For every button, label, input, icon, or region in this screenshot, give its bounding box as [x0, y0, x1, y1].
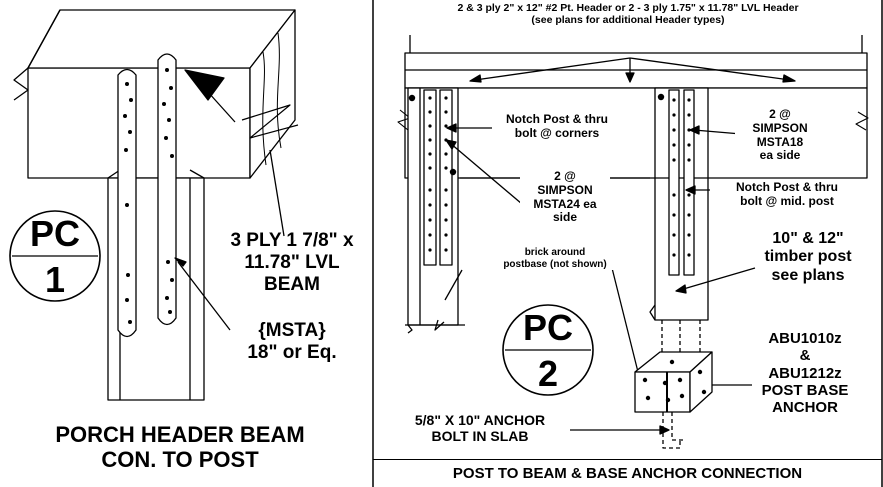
- detail-2-abu-line5: ANCHOR: [772, 399, 838, 416]
- detail-2-msta24-line4: side: [552, 210, 577, 225]
- detail-1-arrow: [184, 69, 236, 123]
- detail-2-msta18-line1: 2 @: [769, 107, 791, 121]
- detail-2-post-base: [634, 351, 713, 449]
- detail-1-title-line1: PORCH HEADER BEAM: [55, 422, 305, 447]
- detail-2-badge: [502, 304, 594, 396]
- detail-2-notch-corners-line2: bolt @ corners: [514, 125, 600, 140]
- detail-2-header-label: 2 & 3 ply 2" x 12" #2 Pt. Header or 2 - …: [378, 2, 878, 26]
- detail-2-notch-mid-line2: bolt @ mid. post: [740, 193, 834, 208]
- detail-1-title: PORCH HEADER BEAM CON. TO POST: [0, 422, 360, 473]
- detail-2-msta18-line3: MSTA18: [756, 134, 804, 149]
- detail-2-notch-mid-label: Notch Post & thru bolt @ mid. post: [712, 180, 862, 209]
- detail-2-abu-label: ABU1010z & ABU1212z POST BASE ANCHOR: [730, 330, 880, 416]
- detail-2-abu-line4: POST BASE: [761, 381, 849, 399]
- detail-2-footer-title: POST TO BEAM & BASE ANCHOR CONNECTION: [373, 459, 882, 487]
- detail-2-msta24-label: 2 @ SIMPSON MSTA24 ea side: [520, 169, 610, 226]
- detail-1-badge: [9, 210, 101, 302]
- detail-2-abu-line3: ABU1212z: [768, 364, 842, 382]
- detail-2-abu-line1: ABU1010z: [768, 330, 842, 347]
- detail-2-post-left: [405, 87, 465, 334]
- detail-2-anchor-label: 5/8" X 10" ANCHOR BOLT IN SLAB: [385, 412, 575, 444]
- detail-2-header-label-line2: (see plans for additional Header types): [531, 14, 725, 27]
- detail-1-strap-left: [117, 68, 137, 338]
- detail-2-notch-corners-label: Notch Post & thru bolt @ corners: [492, 112, 622, 141]
- detail-2-header-label-line1: 2 & 3 ply 2" x 12" #2 Pt. Header or 2 - …: [457, 2, 799, 14]
- detail-2-msta18-label: 2 @ SIMPSON MSTA18 ea side: [735, 107, 825, 164]
- detail-1-badge-bottom: 1: [45, 259, 65, 300]
- detail-1-strap-label-line2: 18" or Eq.: [247, 341, 337, 363]
- detail-1-title-line2: CON. TO POST: [101, 447, 259, 473]
- detail-2-msta18-line4: ea side: [759, 148, 801, 163]
- detail-2-timber-label: 10" & 12" timber post see plans: [742, 230, 874, 285]
- detail-2-timber-line1: 10" & 12": [772, 230, 844, 247]
- detail-1-strap-right: [157, 53, 177, 326]
- detail-2-anchor-line2: BOLT IN SLAB: [431, 428, 529, 445]
- detail-2-msta24-line2: SIMPSON: [537, 182, 593, 197]
- detail-2-post-right: [649, 87, 709, 360]
- detail-2-msta18-line2: SIMPSON: [752, 120, 808, 135]
- detail-1-strap-label: {MSTA} 18" or Eq.: [212, 320, 372, 364]
- detail-2-header-arrows: [409, 35, 863, 83]
- detail-1-strap-leader: [174, 257, 231, 331]
- detail-1-beam-label: 3 PLY 1 7/8" x 11.78" LVL BEAM: [212, 230, 372, 296]
- detail-2-notch-corners-line1: Notch Post & thru: [506, 112, 608, 126]
- detail-1-beam-leader: [269, 149, 285, 237]
- detail-1-beam-label-line3: BEAM: [264, 273, 320, 295]
- detail-2-notch-mid-line1: Notch Post & thru: [736, 180, 838, 194]
- detail-2-brick-line1: brick around: [524, 247, 586, 258]
- detail-1-badge-top: PC: [30, 213, 80, 254]
- detail-1-beam-label-line2: 11.78" LVL: [244, 251, 340, 273]
- detail-2-msta24-line3: MSTA24 ea: [533, 196, 597, 211]
- detail-2-msta24-line1: 2 @: [554, 169, 576, 183]
- detail-2-anchor-line1: 5/8" X 10" ANCHOR: [414, 412, 546, 428]
- detail-2-brick-line2: postbase (not shown): [503, 258, 607, 270]
- detail-2-timber-line3: see plans: [771, 266, 845, 284]
- detail-1-strap-label-line1: {MSTA}: [258, 320, 326, 341]
- detail-2-timber-line2: timber post: [764, 248, 852, 266]
- detail-2-abu-line2: &: [799, 347, 811, 365]
- detail-2-badge-top: PC: [523, 307, 573, 348]
- detail-2-brick-label: brick around postbase (not shown): [490, 247, 620, 270]
- detail-2-badge-bottom: 2: [538, 353, 558, 394]
- detail-2-footer-text: POST TO BEAM & BASE ANCHOR CONNECTION: [452, 465, 803, 482]
- detail-1-beam: [13, 9, 299, 179]
- detail-1-beam-label-line1: 3 PLY 1 7/8" x: [230, 230, 354, 251]
